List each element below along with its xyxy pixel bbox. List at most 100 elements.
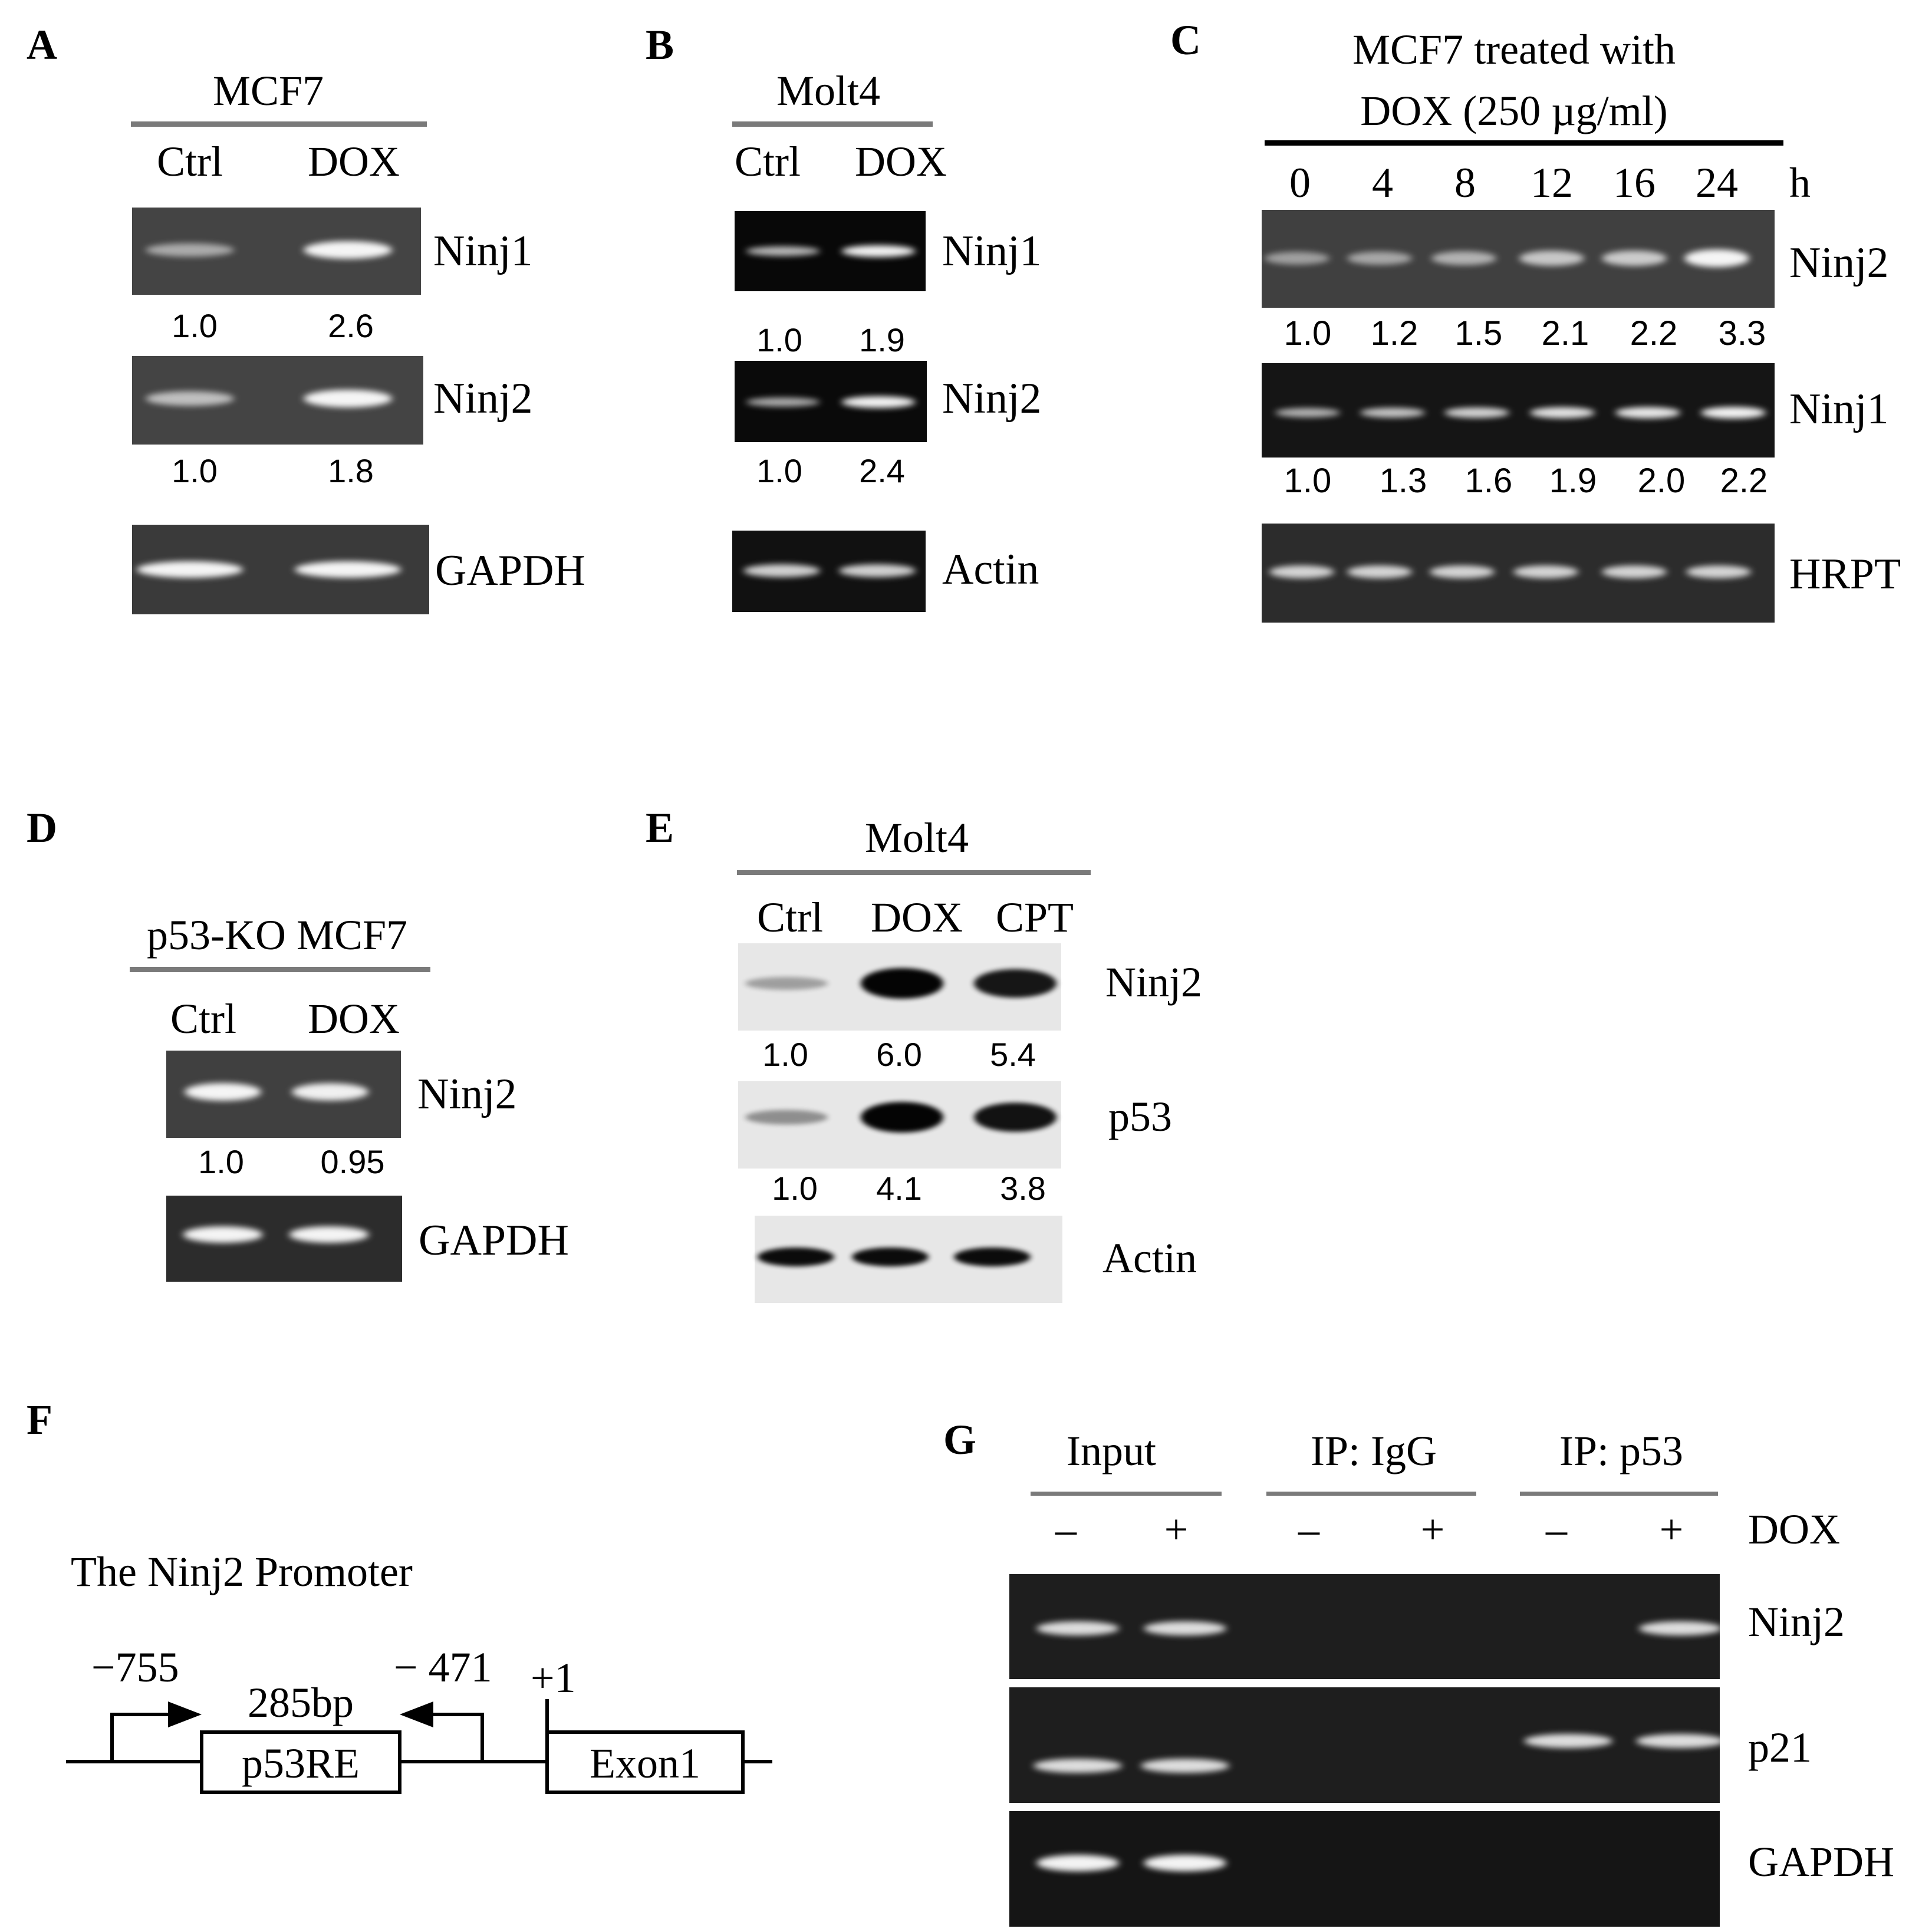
panel-g-group-input: Input	[1067, 1427, 1156, 1474]
panel-g-sign-3: –	[1298, 1506, 1320, 1553]
gel-band	[974, 969, 1056, 998]
panel-letter-d: D	[27, 804, 57, 851]
panel-f-forward-arrowhead	[168, 1701, 202, 1727]
panel-e-lane-cpt: CPT	[996, 894, 1074, 941]
panel-f: F The Ninj2 Promoter −755 285bp − 471 +1…	[27, 1396, 772, 1794]
panel-c-label-ninj2: Ninj2	[1789, 239, 1889, 287]
panel-g-label-ninj2: Ninj2	[1748, 1598, 1845, 1645]
panel-b-cell-line: Molt4	[776, 67, 880, 114]
panel-b-value-ninj1-ctrl: 1.0	[756, 321, 802, 358]
gel-band	[1265, 252, 1329, 265]
gel-band	[1275, 408, 1340, 417]
panel-a-cell-line: MCF7	[213, 67, 324, 114]
panel-f-amplicon-size: 285bp	[248, 1679, 354, 1726]
panel-a-header-rule	[131, 121, 427, 127]
panel-e-cell-line: Molt4	[865, 814, 969, 861]
panel-letter-f: F	[27, 1396, 52, 1443]
panel-g-rule-p53	[1520, 1492, 1718, 1496]
panel-a-lane-dox: DOX	[308, 138, 400, 185]
panel-d-lane-dox: DOX	[308, 995, 400, 1042]
panel-a-label-gapdh: GAPDH	[435, 547, 585, 595]
gel-band	[974, 1102, 1056, 1132]
panel-e-label-ninj2: Ninj2	[1105, 959, 1202, 1006]
panel-c-unit: h	[1789, 159, 1811, 206]
panel-g-sign-1: –	[1055, 1506, 1077, 1553]
panel-e-lane-ctrl: Ctrl	[757, 894, 823, 941]
gel-band	[1036, 1855, 1119, 1871]
gel-band	[1615, 407, 1680, 419]
panel-g-label-p21: p21	[1748, 1724, 1812, 1771]
gel-band	[183, 1226, 263, 1243]
panel-e-ninj2-value-ctrl: 1.0	[762, 1036, 808, 1073]
panel-c-lane-16h: 16	[1613, 159, 1655, 206]
panel-f-position-tss: +1	[531, 1654, 576, 1701]
gel-band	[1430, 565, 1495, 578]
gel-band	[743, 564, 820, 577]
panel-c-ninj2-value-8h: 1.5	[1455, 314, 1503, 353]
panel-g-gel-ninj2	[1009, 1574, 1720, 1679]
panel-e-label-p53: p53	[1108, 1093, 1172, 1140]
panel-a-label-ninj1: Ninj1	[433, 227, 533, 275]
panel-f-forward-primer	[110, 1713, 177, 1762]
gel-band	[1034, 1759, 1122, 1773]
gel-band	[758, 1248, 834, 1266]
panel-d-cell-line: p53-KO MCF7	[147, 911, 407, 959]
panel-c-ninj1-value-8h: 1.6	[1465, 462, 1513, 500]
panel-b-label-ninj2: Ninj2	[942, 374, 1042, 423]
panel-b-value-ninj1-dox: 1.9	[859, 321, 905, 358]
gel-band	[1444, 407, 1509, 418]
gel-band	[137, 561, 243, 578]
gel-band	[1519, 251, 1584, 266]
panel-e-label-actin: Actin	[1102, 1235, 1197, 1282]
gel-band	[954, 1248, 1031, 1266]
gel-band	[1684, 249, 1749, 267]
gel-band	[1360, 407, 1425, 418]
panel-g-sign-4: +	[1421, 1506, 1445, 1553]
panel-e-p53-value-ctrl: 1.0	[772, 1170, 818, 1207]
panel-g-gel-gapdh	[1009, 1811, 1720, 1927]
panel-f-p53re-label: p53RE	[242, 1740, 360, 1787]
gel-band	[1524, 1734, 1612, 1748]
panel-b-header-rule	[732, 121, 933, 127]
panel-c-ninj1-value-4h: 1.3	[1380, 462, 1427, 500]
gel-band	[292, 1083, 368, 1101]
gel-band	[1530, 407, 1595, 419]
panel-c-ninj1-value-12h: 1.9	[1549, 462, 1597, 500]
panel-letter-g: G	[943, 1416, 976, 1463]
gel-band	[861, 968, 943, 999]
panel-f-position-left: −755	[91, 1644, 179, 1691]
panel-d-header-rule	[130, 967, 430, 972]
gel-band	[1602, 251, 1667, 266]
panel-e-p53-value-cpt: 3.8	[1000, 1170, 1046, 1207]
panel-letter-e: E	[646, 804, 674, 851]
panel-g-rule-input	[1031, 1492, 1222, 1496]
gel-band	[1686, 565, 1751, 578]
panel-b-label-actin: Actin	[942, 545, 1039, 594]
gel-band	[1036, 1621, 1119, 1635]
panel-g: G Input IP: IgG IP: p53 – + – + – + DOX …	[943, 1416, 1894, 1927]
panel-c-ninj2-value-4h: 1.2	[1371, 314, 1418, 353]
panel-d-value-ctrl: 1.0	[198, 1143, 244, 1180]
panel-d-lane-ctrl: Ctrl	[170, 995, 236, 1042]
panel-c-lane-24h: 24	[1696, 159, 1738, 206]
gel-band	[295, 561, 401, 578]
gel-band	[146, 391, 234, 406]
panel-g-gel-p21	[1009, 1687, 1720, 1803]
panel-e: E Molt4 Ctrl DOX CPT Ninj2 1.0 6.0 5.4 p…	[646, 804, 1202, 1303]
panel-a-value-ninj2-ctrl: 1.0	[172, 452, 218, 489]
gel-band	[289, 1226, 369, 1243]
gel-band	[1636, 1734, 1724, 1748]
panel-c-title-line2: DOX (250 µg/ml)	[1360, 87, 1667, 134]
panel-c-header-rule	[1265, 140, 1783, 146]
panel-a-lane-ctrl: Ctrl	[157, 138, 223, 185]
panel-b-value-ninj2-dox: 2.4	[859, 452, 905, 489]
panel-c: C MCF7 treated with DOX (250 µg/ml) 0 4 …	[1170, 17, 1901, 623]
panel-c-lane-0h: 0	[1289, 159, 1311, 206]
panel-a: A MCF7 Ctrl DOX Ninj1 1.0 2.6 Ninj2 1.0 …	[27, 21, 585, 614]
gel-band	[1347, 565, 1412, 578]
panel-f-exon1-label: Exon1	[590, 1740, 700, 1787]
gel-band	[861, 1102, 943, 1133]
panel-a-value-ninj1-ctrl: 1.0	[172, 307, 218, 344]
panel-c-ninj2-value-0h: 1.0	[1284, 314, 1332, 353]
panel-d: D p53-KO MCF7 Ctrl DOX Ninj2 1.0 0.95 GA…	[27, 804, 569, 1282]
